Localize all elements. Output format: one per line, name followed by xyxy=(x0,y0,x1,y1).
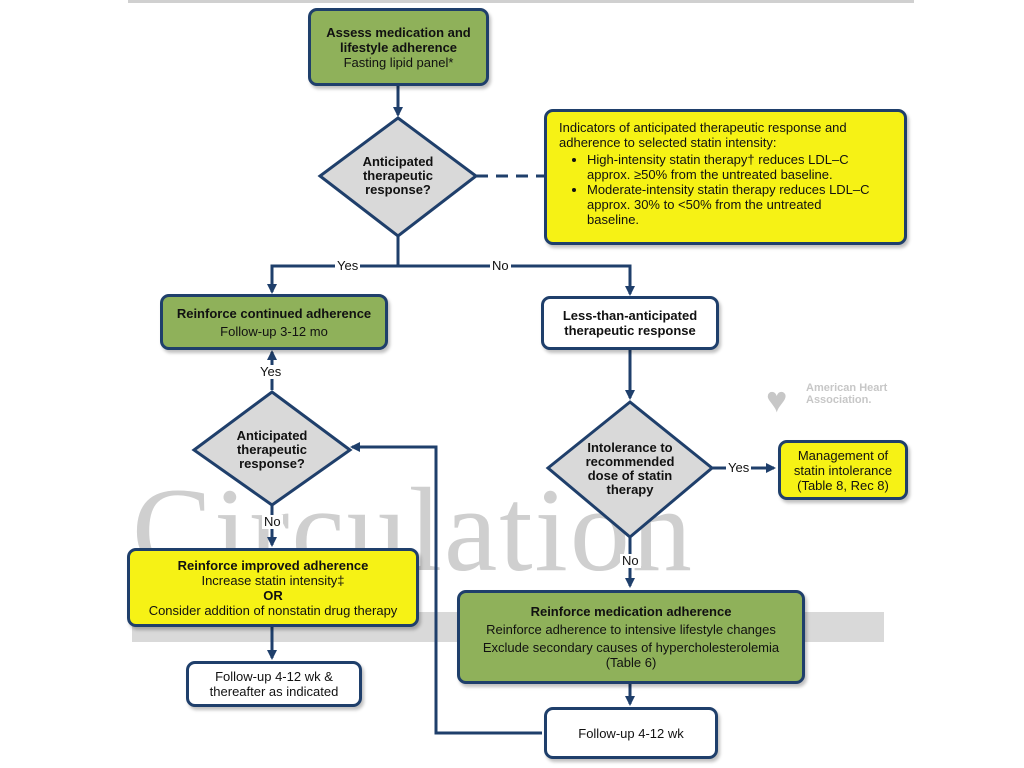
followup-left-line1: Follow-up 4-12 wk & xyxy=(215,669,333,684)
followup-right-line1: Follow-up 4-12 wk xyxy=(578,725,684,741)
followup-right-node: Follow-up 4-12 wk xyxy=(544,707,718,759)
assess-node: Assess medication and lifestyle adherenc… xyxy=(308,8,489,86)
management-line1: Management of xyxy=(797,447,889,463)
reinforce-improved-or: OR xyxy=(263,587,283,603)
assess-line2: lifestyle adherence xyxy=(339,39,458,55)
decision1-line1: Anticipated xyxy=(362,154,434,169)
indicator-1-line1: High-intensity statin therapy† reduces L… xyxy=(587,152,849,167)
followup-left-line2: thereafter as indicated xyxy=(209,684,339,699)
reinforce-improved-line2: Consider addition of nonstatin drug ther… xyxy=(148,602,398,618)
less-than-anticipated-node: Less-than-anticipated therapeutic respon… xyxy=(541,296,719,350)
followup-left-node: Follow-up 4-12 wk & thereafter as indica… xyxy=(186,661,362,707)
reinforce-medication-title: Reinforce medication adherence xyxy=(530,604,732,619)
management-line3: (Table 8, Rec 8) xyxy=(797,477,889,493)
indicator-item: Moderate-intensity statin therapy reduce… xyxy=(587,182,892,227)
decision3-line4: therapy xyxy=(606,482,654,497)
reinforce-continued-node: Reinforce continued adherence Follow-up … xyxy=(160,294,388,350)
indicators-list: High-intensity statin therapy† reduces L… xyxy=(559,152,892,227)
indicator-1-line2: approx. ≥50% from the untreated baseline… xyxy=(587,167,833,182)
indicator-2-line2: approx. 30% to <50% from the untreated xyxy=(587,197,822,212)
reinforce-continued-title: Reinforce continued adherence xyxy=(176,305,372,321)
reinforce-continued-sub: Follow-up 3-12 mo xyxy=(220,323,328,339)
indicators-box: Indicators of anticipated therapeutic re… xyxy=(544,109,907,245)
top-rule xyxy=(128,0,914,3)
indicators-header2: adherence to selected statin intensity: xyxy=(559,135,777,150)
decision1-line3: response? xyxy=(365,182,431,197)
indicator-2-line1: Moderate-intensity statin therapy reduce… xyxy=(587,182,870,197)
assess-line1: Assess medication and xyxy=(326,24,471,40)
logo-text: American Heart Association. xyxy=(806,382,888,406)
edge-label-no-right: No xyxy=(620,553,641,568)
edge-followup-loop xyxy=(350,442,542,735)
decision2-text: Anticipated therapeutic response? xyxy=(214,424,330,476)
indicators-header1: Indicators of anticipated therapeutic re… xyxy=(559,120,847,135)
decision1-text: Anticipated therapeutic response? xyxy=(340,150,456,202)
decision3-shape xyxy=(545,400,715,539)
reinforce-improved-title: Reinforce improved adherence xyxy=(177,557,369,573)
decision1-shape xyxy=(317,116,479,238)
decision3-text: Intolerance to recommended dose of stati… xyxy=(570,440,690,498)
reinforce-medication-line3: (Table 6) xyxy=(605,655,657,670)
decision2-line1: Anticipated xyxy=(236,428,308,443)
reinforce-improved-line1: Increase statin intensity‡ xyxy=(201,572,345,588)
decision1-line2: therapeutic xyxy=(362,168,434,183)
decision2-line2: therapeutic xyxy=(236,442,308,457)
edge-label-no-left: No xyxy=(262,514,283,529)
decision3-line3: dose of statin xyxy=(587,468,673,483)
edge-label-yes-top: Yes xyxy=(335,258,361,273)
less-than-line1: Less-than-anticipated xyxy=(562,308,698,323)
management-node: Management of statin intolerance (Table … xyxy=(778,440,908,500)
reinforce-improved-node: Reinforce improved adherence Increase st… xyxy=(127,548,419,627)
decision3-line2: recommended xyxy=(585,454,675,469)
management-line2: statin intolerance xyxy=(793,462,893,478)
edge-label-yes-left: Yes xyxy=(258,364,284,379)
aha-logo: ♥ American Heart Association. xyxy=(766,380,896,422)
indicator-2-line3: baseline. xyxy=(587,212,640,227)
reinforce-medication-line2: Exclude secondary causes of hypercholest… xyxy=(482,640,780,655)
decision2-shape xyxy=(191,390,353,507)
assess-line3: Fasting lipid panel* xyxy=(343,54,454,70)
edge-label-no-top: No xyxy=(490,258,511,273)
heart-torch-icon: ♥ xyxy=(766,379,788,420)
reinforce-medication-line1: Reinforce adherence to intensive lifesty… xyxy=(486,622,776,637)
less-than-line2: therapeutic response xyxy=(564,323,696,338)
decision2-line3: response? xyxy=(239,456,305,471)
edge-label-yes-right: Yes xyxy=(726,460,752,475)
indicator-item: High-intensity statin therapy† reduces L… xyxy=(587,152,892,182)
decision3-line1: Intolerance to xyxy=(587,440,673,455)
edge-no-less-than xyxy=(398,264,635,296)
reinforce-medication-node: Reinforce medication adherence Reinforce… xyxy=(457,590,805,684)
